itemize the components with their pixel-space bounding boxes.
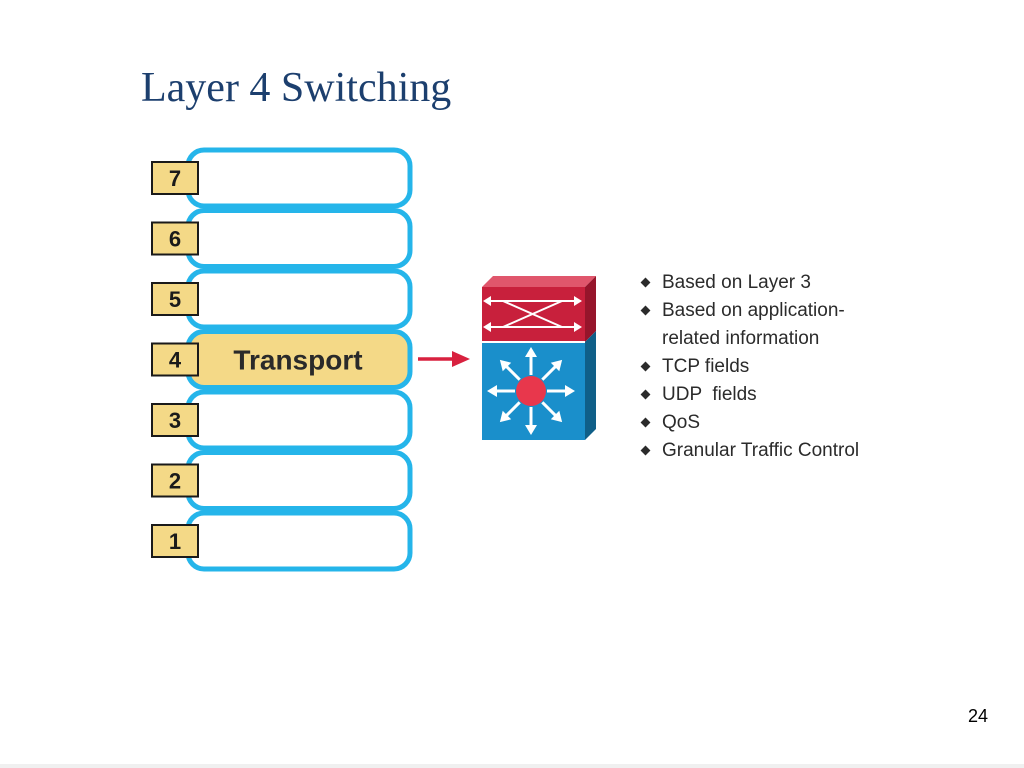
layer-number-badge [151,221,199,256]
feature-text: Granular Traffic Control [662,440,860,461]
feature-text: Based on application- [662,300,845,321]
layer-box [185,510,413,572]
osi-layer-3: 3 [151,389,413,451]
diamond-bullet-icon [640,361,651,372]
layer-number: 7 [169,166,181,191]
osi-layer-4: 4 Transport [151,329,413,390]
layer-number-badge [151,463,199,498]
layer-number: 1 [169,529,181,554]
layer-label: Transport [233,345,362,376]
layer-number: 4 [169,348,182,373]
feature-text: Based on Layer 3 [662,272,811,293]
layer-box [185,147,413,209]
diamond-bullet-icon [640,417,651,428]
footer-divider [0,764,1024,768]
feature-list-item: Based on application- [640,297,859,325]
feature-text: QoS [662,412,701,433]
layer-box [185,208,413,269]
osi-layer-7: 7 [151,147,413,209]
feature-list-item: Granular Traffic Control [640,437,859,465]
osi-layer-6: 6 [151,208,413,269]
osi-layer-1: 1 [151,510,413,572]
right-arrow-icon [418,351,470,367]
layer-number-badge [151,403,199,437]
layer-number-badge [151,282,199,316]
osi-layer-stack: 7 6 5 4 Transport 3 2 1 [151,147,413,572]
feature-list-item: UDP fields [640,381,859,409]
feature-list-item: Based on Layer 3 [640,269,859,297]
multilayer-switch-icon [482,276,596,440]
layer-box [185,450,413,511]
layer-number-badge [151,342,199,377]
diamond-bullet-icon [640,305,651,316]
slide-title: Layer 4 Switching [141,65,452,111]
layer-box [185,268,413,330]
layer-number-badge [151,524,199,558]
layer-number: 6 [169,227,181,252]
layer-number: 3 [169,408,181,433]
feature-list-item: QoS [640,409,859,437]
diamond-bullet-icon [640,389,651,400]
layer-number-badge [151,161,199,195]
osi-layer-2: 2 [151,450,413,511]
layer-number: 5 [169,287,181,312]
feature-list-item: TCP fields [640,353,859,381]
diamond-bullet-icon [640,445,651,456]
feature-list: Based on Layer 3 Based on application-rel… [640,269,859,465]
layer-box [185,389,413,451]
feature-text: UDP fields [662,384,757,405]
page-number: 24 [967,706,988,726]
diamond-bullet-icon [640,277,651,288]
osi-layer-5: 5 [151,268,413,330]
feature-text: related information [662,328,820,349]
feature-text: TCP fields [662,356,750,377]
feature-list-item: related information [640,325,859,353]
layer-number: 2 [169,469,181,494]
